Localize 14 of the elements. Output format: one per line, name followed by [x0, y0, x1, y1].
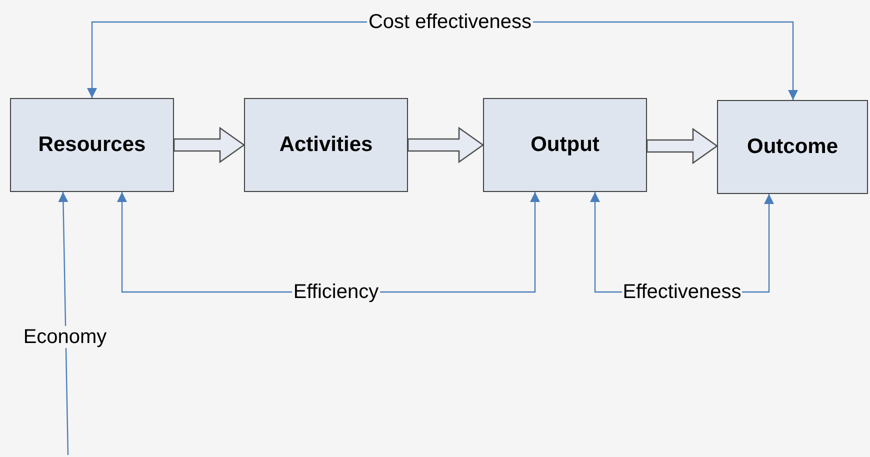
box-label: Activities: [279, 133, 373, 157]
edge-label: Economy: [22, 326, 108, 348]
edge-label: Efficiency: [292, 281, 380, 303]
box-label: Outcome: [746, 135, 838, 159]
process-box: [717, 100, 868, 194]
process-box: [244, 98, 408, 192]
block-arrow: [407, 126, 484, 164]
box-label: Resources: [38, 133, 146, 157]
process-box: [483, 98, 647, 192]
box-label: Output: [530, 133, 600, 157]
process-box: [10, 98, 174, 192]
block-arrow: [173, 126, 246, 164]
block-arrow: [646, 128, 718, 164]
bracket-arrow: [58, 192, 69, 456]
